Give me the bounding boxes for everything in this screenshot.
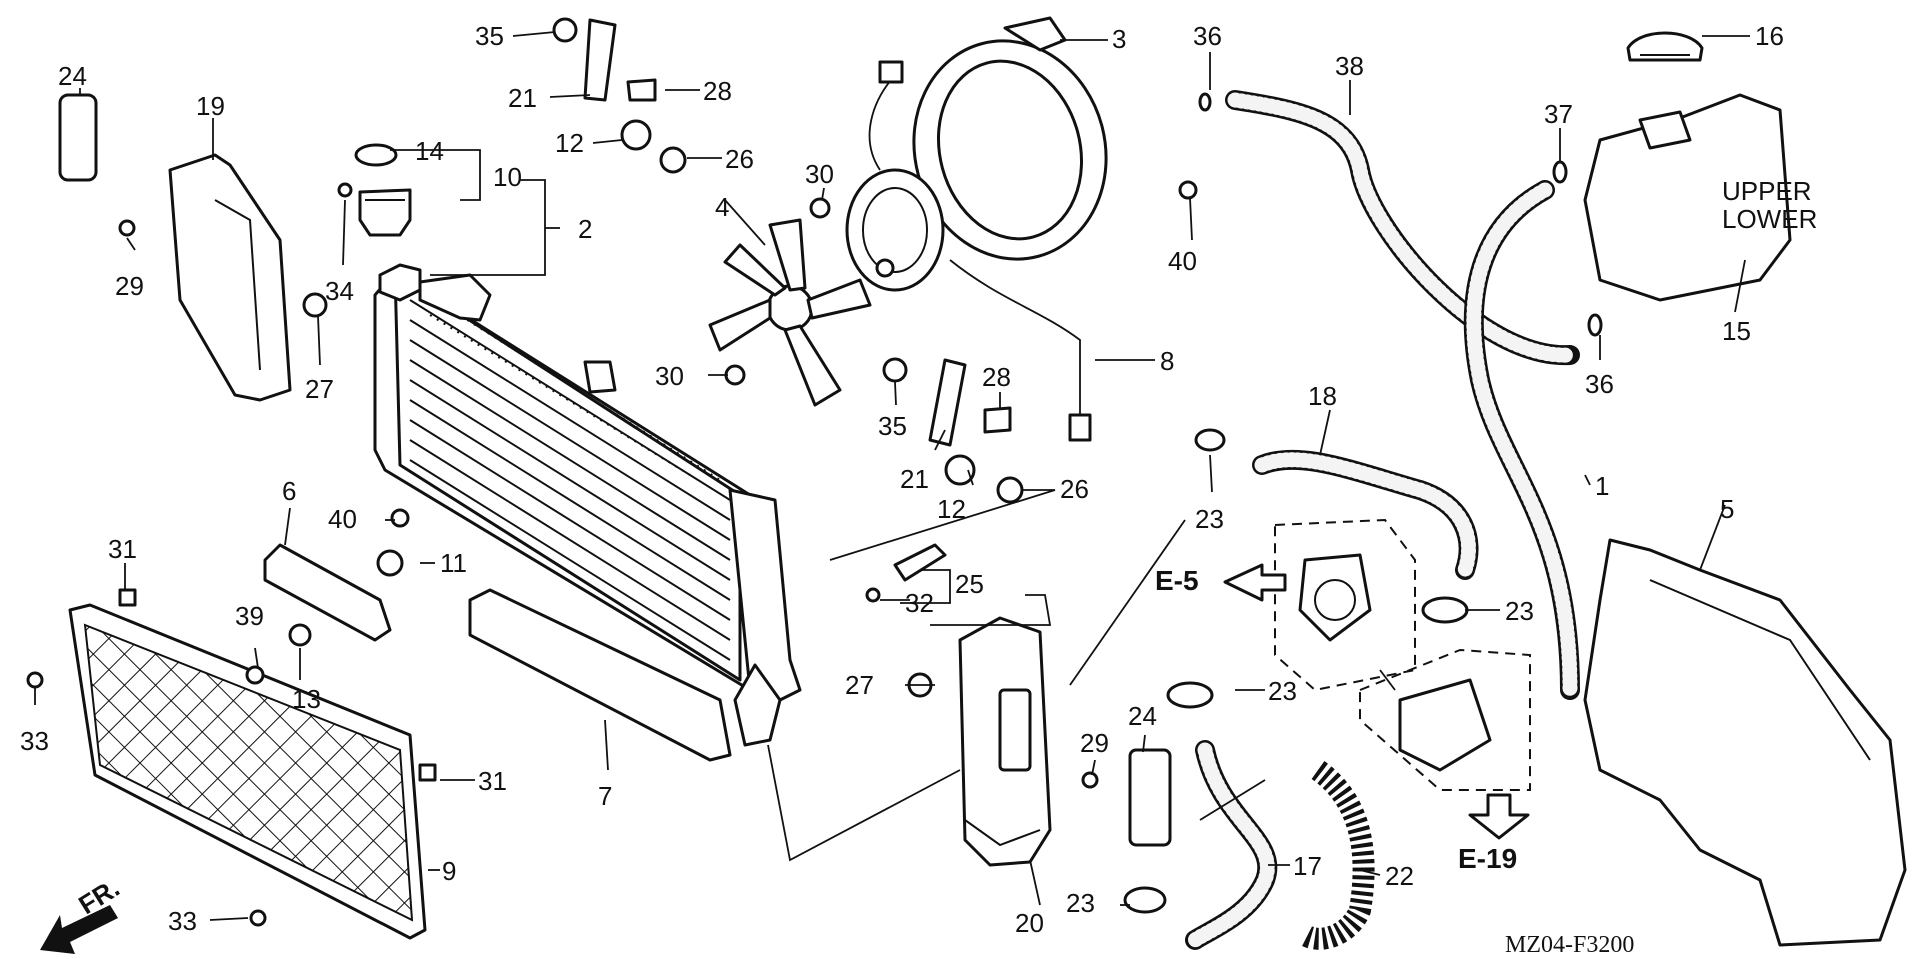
callout-20: 20 — [1015, 908, 1044, 938]
callout-35: 35 — [878, 411, 907, 441]
callout-5: 5 — [1720, 494, 1734, 524]
callout-26: 26 — [1060, 474, 1089, 504]
callout-8: 8 — [1160, 346, 1174, 376]
water-pump-assembly — [1274, 518, 1416, 692]
callout-2: 2 — [578, 214, 592, 244]
callout-28: 28 — [703, 76, 732, 106]
callout-24: 24 — [1128, 701, 1157, 731]
front-direction-arrow — [40, 905, 118, 954]
tank-marking-upper: UPPER — [1722, 176, 1812, 206]
callout-21: 21 — [900, 464, 929, 494]
callout-30: 30 — [655, 361, 684, 391]
callout-37: 37 — [1544, 99, 1573, 129]
ref-label-e5: E-5 — [1155, 565, 1199, 596]
callouts: 24 19 29 35 21 28 12 26 3 36 38 16 37 14… — [20, 21, 1784, 938]
small-hardware — [26, 17, 1603, 927]
callout-32: 32 — [905, 588, 934, 618]
under-cover — [1583, 538, 1907, 947]
callout-36: 36 — [1585, 369, 1614, 399]
front-marker-label: FR. — [73, 872, 124, 920]
ref-label-e19: E-19 — [1458, 843, 1517, 874]
callout-38: 38 — [1335, 51, 1364, 81]
callout-36: 36 — [1193, 21, 1222, 51]
bracket-6 — [263, 543, 392, 642]
siphon-hose-1 — [1463, 180, 1580, 700]
callout-40: 40 — [1168, 246, 1197, 276]
stay-21a — [583, 18, 617, 102]
callout-17: 17 — [1293, 851, 1322, 881]
fan-motor — [845, 168, 945, 292]
callout-34: 34 — [325, 276, 354, 306]
callout-29: 29 — [115, 271, 144, 301]
ref-arrow-e5 — [1223, 563, 1287, 602]
callout-23: 23 — [1195, 504, 1224, 534]
radiator-fins — [409, 289, 731, 661]
radiator-cap — [354, 143, 412, 237]
side-cover-right — [958, 616, 1052, 867]
fan-shroud — [912, 16, 1108, 261]
callout-14: 14 — [415, 136, 444, 166]
callout-3: 3 — [1112, 24, 1126, 54]
callout-15: 15 — [1722, 316, 1751, 346]
reserve-tank: UPPER LOWER — [1583, 93, 1817, 302]
callout-25: 25 — [955, 569, 984, 599]
callout-26: 26 — [725, 144, 754, 174]
callout-23: 23 — [1505, 596, 1534, 626]
callout-12: 12 — [937, 494, 966, 524]
callout-4: 4 — [715, 192, 729, 222]
callout-9: 9 — [442, 856, 456, 886]
side-cover-left — [168, 153, 292, 402]
callout-31: 31 — [108, 534, 137, 564]
callout-6: 6 — [282, 476, 296, 506]
diagram-code: MZ04-F3200 — [1505, 932, 1634, 958]
callout-1: 1 — [1595, 471, 1609, 501]
callout-27: 27 — [845, 670, 874, 700]
callout-27: 27 — [305, 374, 334, 404]
tank-marking-lower: LOWER — [1722, 204, 1817, 234]
callout-24: 24 — [58, 61, 87, 91]
callout-28: 28 — [982, 362, 1011, 392]
callout-33: 33 — [20, 726, 49, 756]
callout-12: 12 — [555, 128, 584, 158]
callout-7: 7 — [598, 781, 612, 811]
overflow-hose-38 — [1225, 90, 1580, 366]
callout-35: 35 — [475, 21, 504, 51]
fan-wiring-harness — [868, 60, 1092, 442]
fan-blade — [708, 218, 872, 407]
water-hose-18 — [1252, 449, 1479, 580]
callout-39: 39 — [235, 601, 264, 631]
lower-shield-7 — [468, 588, 732, 762]
callout-13: 13 — [292, 684, 321, 714]
callout-30: 30 — [805, 159, 834, 189]
callout-10: 10 — [493, 162, 522, 192]
stay-21b — [928, 358, 967, 447]
ref-arrow-e19 — [1468, 793, 1530, 840]
callout-11: 11 — [440, 548, 467, 578]
leader-lines — [34, 31, 1750, 921]
callout-40: 40 — [328, 504, 357, 534]
callout-23: 23 — [1066, 888, 1095, 918]
callout-22: 22 — [1385, 861, 1414, 891]
callout-21: 21 — [508, 83, 537, 113]
callout-23: 23 — [1268, 676, 1297, 706]
callout-29: 29 — [1080, 728, 1109, 758]
callout-33: 33 — [168, 906, 197, 936]
callout-31: 31 — [478, 766, 507, 796]
reserve-tank-cap — [1626, 31, 1704, 62]
callout-19: 19 — [196, 91, 225, 121]
callout-16: 16 — [1755, 21, 1784, 51]
radiator-grille — [68, 603, 427, 940]
callout-18: 18 — [1308, 381, 1337, 411]
water-hose-17 — [1185, 740, 1278, 950]
thermostat-assembly — [1359, 648, 1531, 791]
drain-tube-22 — [1298, 761, 1375, 950]
